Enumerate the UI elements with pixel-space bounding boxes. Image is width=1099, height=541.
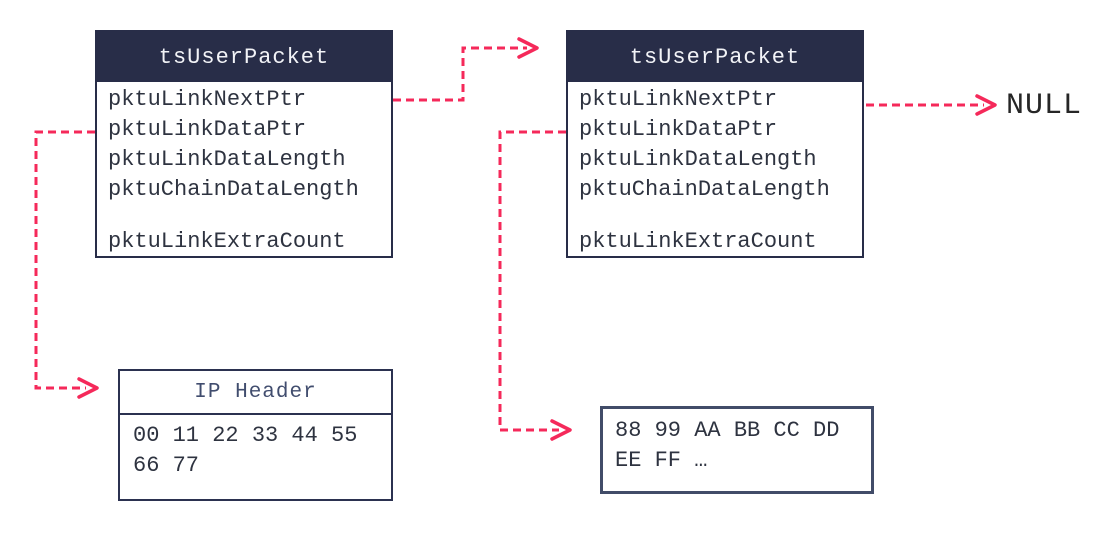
field-pktu-link-next-ptr: pktuLinkNextPtr xyxy=(108,87,307,112)
data-buffer-box: 88 99 AA BB CC DD EE FF … xyxy=(600,406,874,494)
ip-header-title: IP Header xyxy=(120,371,391,415)
packet-2-fields: pktuLinkNextPtr pktuLinkDataPtr pktuLink… xyxy=(568,82,862,257)
arrowhead-data-ptr-to-data-buffer xyxy=(550,419,572,441)
arrow-data-ptr-to-ip-header xyxy=(34,130,95,390)
packet-1-fields: pktuLinkNextPtr pktuLinkDataPtr pktuLink… xyxy=(97,82,391,257)
hex-line: 00 11 22 33 44 55 xyxy=(133,423,358,448)
arrow-next-ptr-to-packet2 xyxy=(393,46,527,102)
packet-2-title: tsUserPacket xyxy=(568,32,862,82)
hex-line: EE FF … xyxy=(615,448,708,473)
ip-header-box: IP Header 00 11 22 33 44 55 66 77 xyxy=(118,369,393,501)
arrowhead-data-ptr-to-ip-header xyxy=(77,377,99,399)
field-pktu-link-extra-count: pktuLinkExtraCount xyxy=(579,229,817,254)
field-pktu-link-data-length: pktuLinkDataLength xyxy=(579,147,817,172)
hex-line: 88 99 AA BB CC DD xyxy=(615,418,840,443)
ip-header-bytes: 00 11 22 33 44 55 66 77 xyxy=(120,415,391,481)
field-pktu-chain-data-length: pktuChainDataLength xyxy=(108,177,359,202)
field-pktu-link-data-ptr: pktuLinkDataPtr xyxy=(579,117,778,142)
hex-line: 66 77 xyxy=(133,453,200,478)
field-pktu-link-data-ptr: pktuLinkDataPtr xyxy=(108,117,307,142)
arrowhead-next-ptr-to-packet2 xyxy=(517,37,539,59)
packet-1-title: tsUserPacket xyxy=(97,32,391,82)
arrowhead-next-ptr-to-null xyxy=(975,94,997,116)
field-pktu-link-extra-count: pktuLinkExtraCount xyxy=(108,229,346,254)
arrow-data-ptr-to-data-buffer xyxy=(498,130,566,432)
field-pktu-link-data-length: pktuLinkDataLength xyxy=(108,147,346,172)
null-terminator-label: NULL xyxy=(1006,89,1083,123)
packet-struct-box-1: tsUserPacket pktuLinkNextPtr pktuLinkDat… xyxy=(95,30,393,258)
field-pktu-chain-data-length: pktuChainDataLength xyxy=(579,177,830,202)
field-pktu-link-next-ptr: pktuLinkNextPtr xyxy=(579,87,778,112)
packet-struct-box-2: tsUserPacket pktuLinkNextPtr pktuLinkDat… xyxy=(566,30,864,258)
